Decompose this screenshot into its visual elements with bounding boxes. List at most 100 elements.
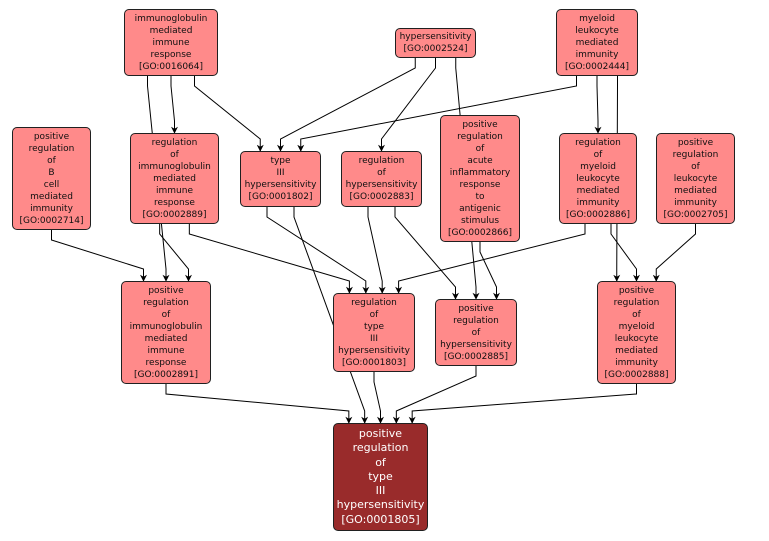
go-term-label-line: antigenic <box>459 203 501 214</box>
go-term-label-line: hypersensitivity <box>338 345 410 356</box>
go-term-label-line: myeloid <box>580 161 616 172</box>
go-term-label-line: of <box>632 309 641 320</box>
go-term-label-line: immunoglobulin <box>134 13 208 24</box>
go-term-label-line: leukocyte <box>614 333 659 344</box>
go-term-id: [GO:0002888] <box>604 369 669 380</box>
go-term-label-line: regulation <box>613 297 660 308</box>
edge-go-0002883-to-go-0002885 <box>394 207 459 300</box>
go-term-label-line: immunity <box>674 197 717 208</box>
go-term-label-line: positive <box>458 303 494 314</box>
edge-go-0016064-to-go-0001802 <box>194 76 264 152</box>
edge-go-0002886-to-go-0002888 <box>610 224 640 282</box>
go-term-label-line: regulation <box>151 137 198 148</box>
go-term-label-line: immune <box>152 37 190 48</box>
edge-go-0016064-to-go-0002889 <box>170 76 178 134</box>
go-term-label-line: regulation <box>575 137 621 148</box>
go-term-label-line: hypersensitivity <box>399 32 472 42</box>
edge-go-0002889-to-go-0001803 <box>188 224 353 294</box>
go-term-label-line: type <box>363 321 385 332</box>
edge-go-0001802-to-go-0001805 <box>293 207 369 424</box>
go-term-label-line: myeloid <box>618 321 655 332</box>
go-term-id: [GO:0001802] <box>248 192 313 202</box>
go-term-label-line: response <box>150 49 192 60</box>
edge-go-0002883-to-go-0001803 <box>367 207 386 294</box>
go-term-label-line: response <box>145 357 187 368</box>
go-term-label-line: mediated <box>674 185 717 196</box>
go-term-label-line: positive <box>618 285 655 296</box>
go-term-label-line: of <box>369 309 379 320</box>
go-term-label-line: immunity <box>576 197 620 208</box>
edge-go-0002714-to-go-0002891 <box>51 230 147 282</box>
edge-go-0002444-to-go-0002886 <box>594 76 602 134</box>
go-term-id: [GO:0002885] <box>443 351 509 362</box>
go-term-label-line: cell <box>43 179 60 190</box>
edge-go-0002889-to-go-0002891 <box>159 224 192 282</box>
go-term-label-line: acute <box>467 155 493 166</box>
go-term-label-line: mediated <box>153 173 196 184</box>
go-term-label-line: III <box>276 168 285 178</box>
go-term-label-line: immune <box>156 185 193 196</box>
edge-go-0002886-to-go-0001803 <box>395 224 586 294</box>
go-term-label-line: mediated <box>144 333 188 344</box>
go-term-label-line: positive <box>358 426 403 440</box>
edge-go-0001802-to-go-0001803 <box>266 207 370 294</box>
go-term-label-line: positive <box>33 131 70 142</box>
go-term-id: [GO:0002866] <box>447 227 513 238</box>
go-term-label-line: regulation <box>28 143 75 154</box>
go-term-label-line: type <box>270 156 291 166</box>
go-term-label-line: mediated <box>30 191 73 202</box>
go-term-id: [GO:0002444] <box>564 61 630 72</box>
go-term-id: [GO:0002524] <box>403 44 468 54</box>
go-term-label-line: hypersensitivity <box>440 339 512 350</box>
go-term-label-line: positive <box>677 137 714 148</box>
go-term-node-go-0002524[interactable]: hypersensitivity [GO:0002524] <box>395 28 476 58</box>
go-term-label-line: regulation <box>351 297 397 308</box>
go-term-id: [GO:0002886] <box>565 209 631 220</box>
go-term-label-line: immune <box>147 345 185 356</box>
go-term-label-line: stimulus <box>460 215 500 226</box>
go-term-label-line: of <box>377 168 386 178</box>
go-term-label-line: to <box>475 191 485 202</box>
go-term-label-line: regulation <box>453 315 499 326</box>
go-term-label-line: leukocyte <box>673 173 718 184</box>
go-term-label-line: of <box>593 149 603 160</box>
go-term-label-line: III <box>375 484 386 498</box>
go-term-label-line: immunity <box>30 203 73 214</box>
go-term-label-line: mediated <box>576 185 620 196</box>
go-term-label-line: hypersensitivity <box>336 498 425 512</box>
go-term-label-line: B <box>48 167 55 178</box>
go-term-id: [GO:0002889] <box>142 209 207 220</box>
edge-go-0002891-to-go-0001805 <box>165 384 353 424</box>
go-term-label-line: III <box>370 333 378 344</box>
go-term-label-line: inflammatory <box>449 167 511 178</box>
go-term-label-line: immunoglobulin <box>129 321 203 332</box>
go-term-label-line: regulation <box>672 149 719 160</box>
go-term-id: [GO:0002883] <box>349 192 414 202</box>
go-term-label-line: response <box>459 179 501 190</box>
go-term-label-line: of <box>375 455 386 469</box>
go-term-label-line: of <box>691 161 700 172</box>
go-term-label-line: leukocyte <box>575 25 619 36</box>
go-term-label-line: response <box>154 197 195 208</box>
go-term-label-line: immunity <box>615 357 658 368</box>
edge-go-0002888-to-go-0001805 <box>408 384 637 424</box>
go-term-id: [GO:0002705] <box>663 209 728 220</box>
go-term-label-line: hypersensitivity <box>244 180 317 190</box>
go-term-label-line: regulation <box>457 131 503 142</box>
go-term-id: [GO:0001803] <box>341 357 407 368</box>
edge-go-0002524-to-go-0001802 <box>277 58 416 152</box>
